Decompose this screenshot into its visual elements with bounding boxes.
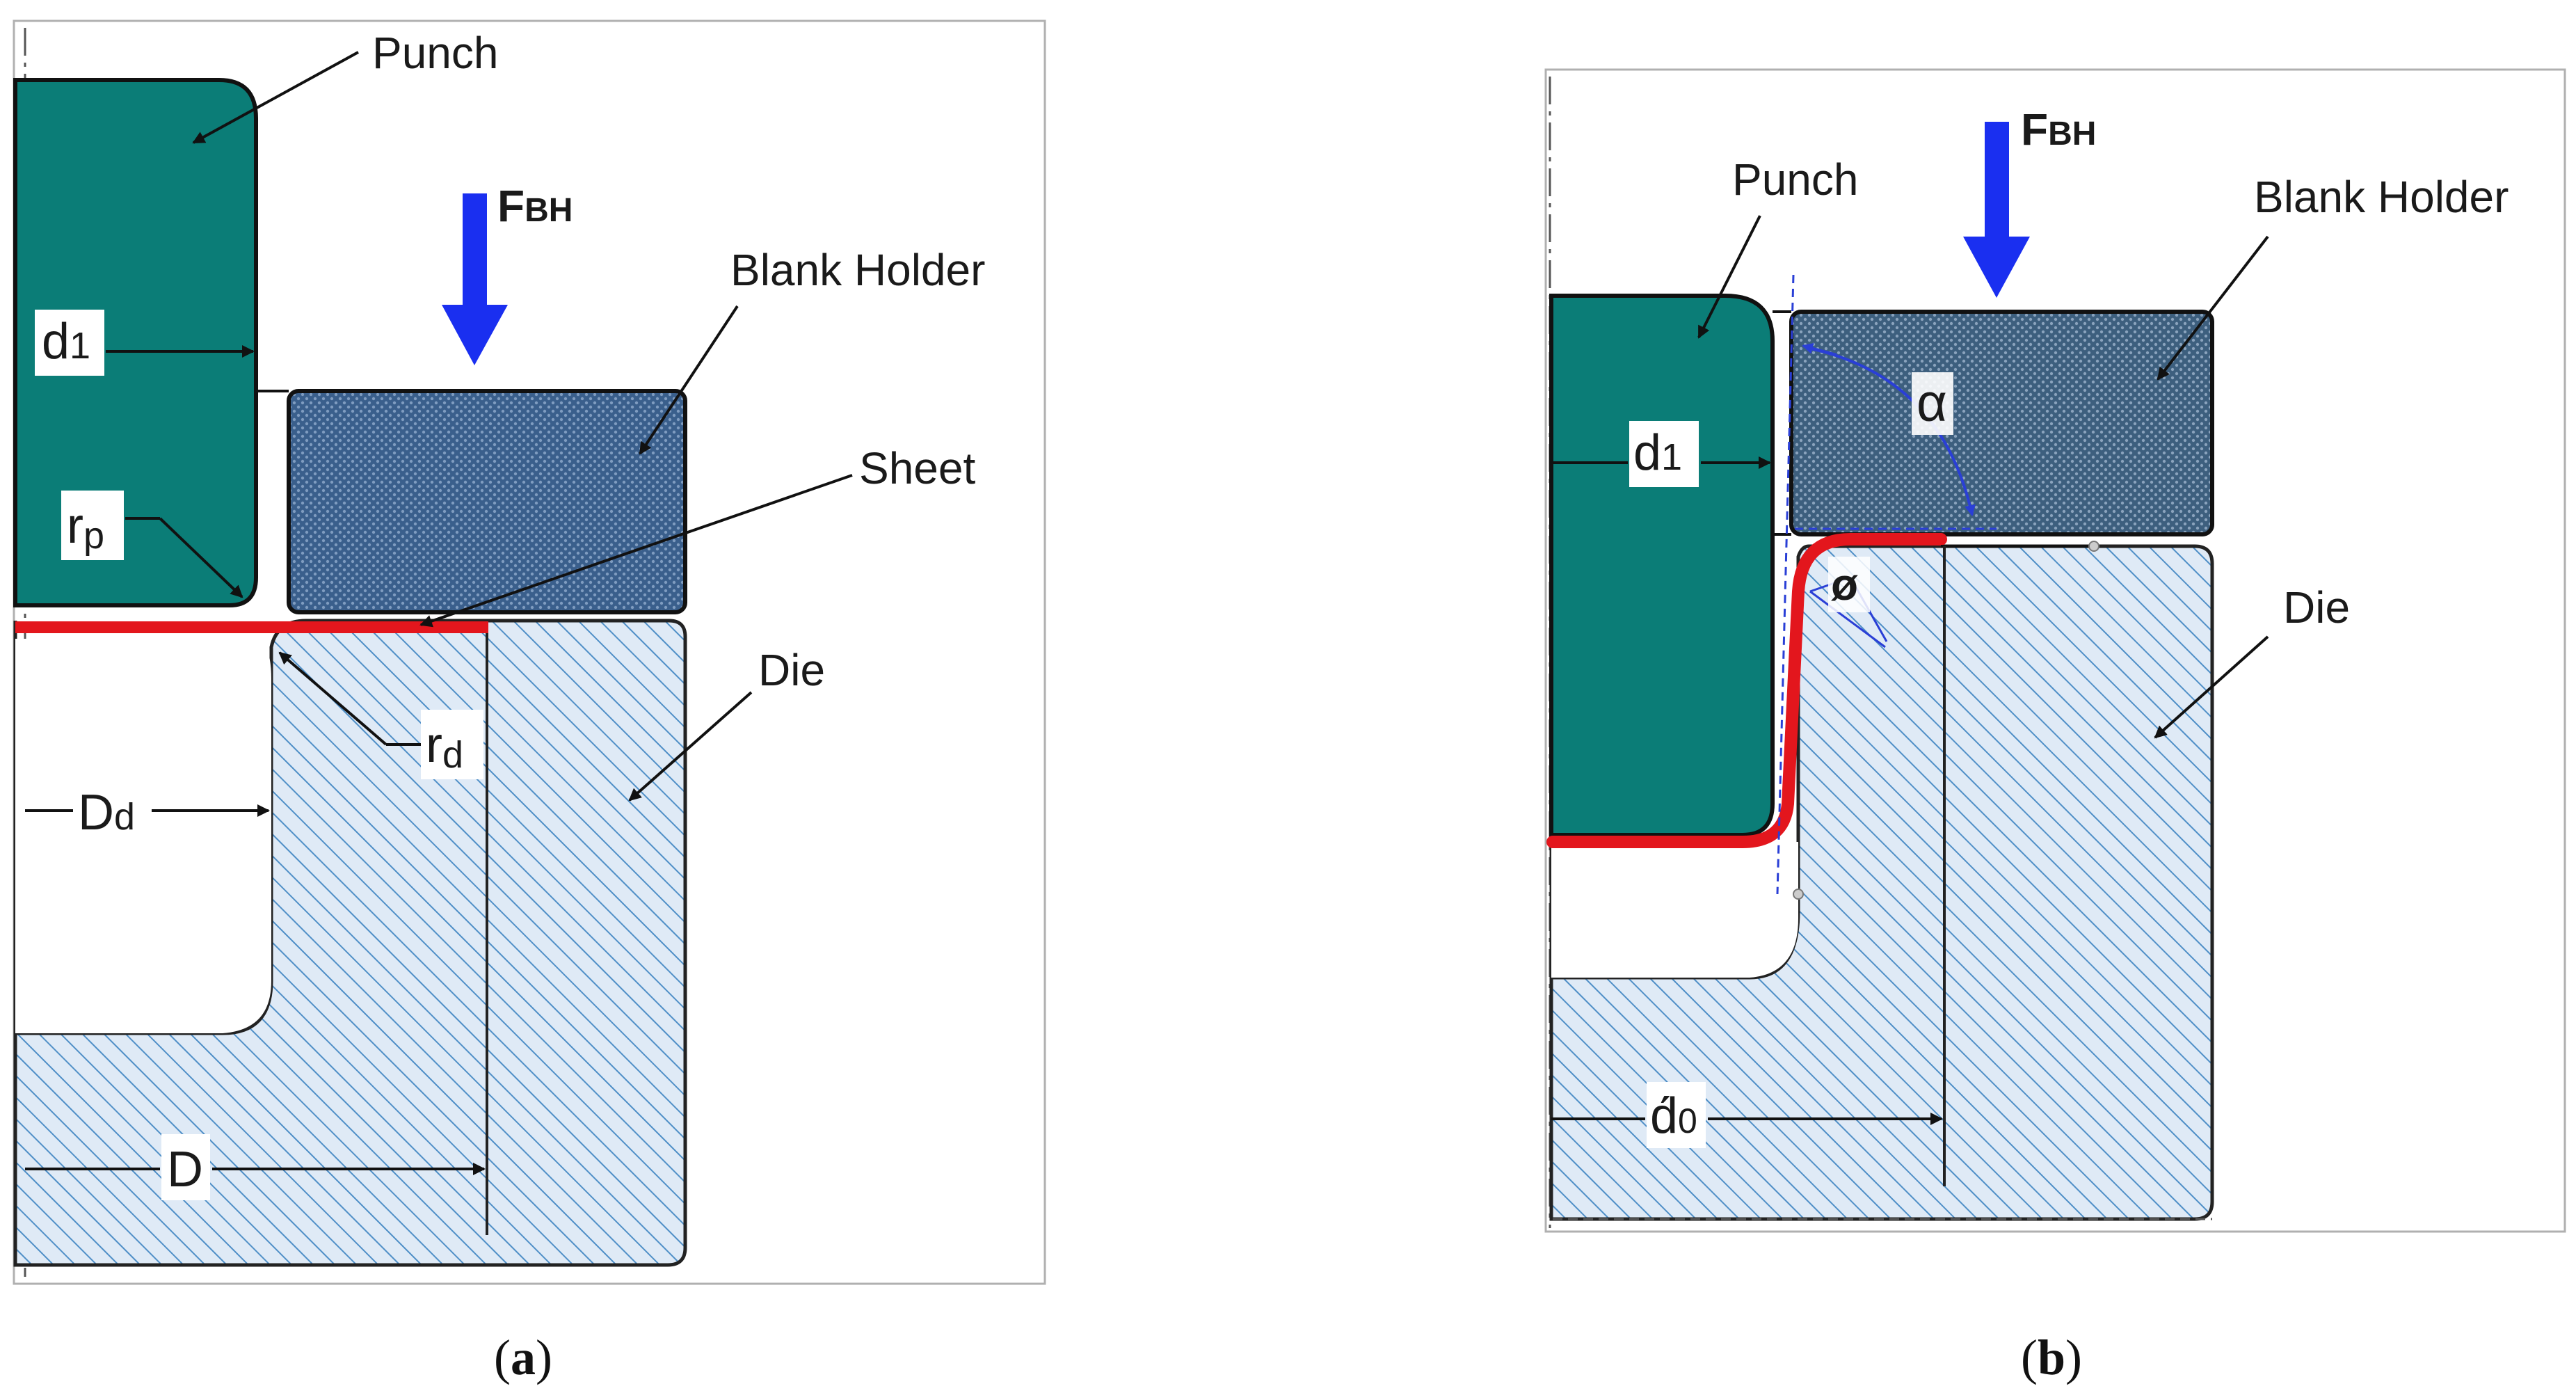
panel-a-sheet-leader [419,474,853,628]
panel-a-sheet [15,621,488,633]
panel-b-blank-holder [1789,310,2214,536]
panel-b-die-cavity [1551,842,1798,978]
panel-b-blank-holder-label: Blank Holder [2254,172,2509,222]
panel-b-phi-label: ø [1831,559,1858,610]
panel-b-d1-label: d1 [1633,425,1682,481]
panel-a-sheet-label: Sheet [859,443,975,493]
panel-b-d0-label-bg [1647,1082,1706,1148]
panel-b-force-label: FBH [2021,104,2096,154]
panel-a-blank-holder-label: Blank Holder [730,245,985,295]
panel-a-rp-label: rp [67,498,104,557]
panel-b-punch-label: Punch [1732,154,1858,205]
panel-b-die-label: Die [2283,582,2350,632]
panel-b-die [1549,544,2214,1221]
panel-b-alpha-label: α [1917,374,1947,433]
panel-a-rd-label-bg [421,710,483,779]
panel-a-d1-label: d1 [42,314,90,369]
panel-a-punch [13,78,258,607]
panel-b-phi-line-1 [1809,590,1886,648]
panel-b-caption: (b) [2021,1330,2082,1385]
panel-b-d0-label: d́0 [1650,1088,1697,1144]
panel-b-alpha-label-bg [1912,372,1953,435]
panel-b-die-point-side [1793,889,1804,900]
panel-a-d1-label-bg [35,310,104,376]
panel-a-force-label: FBH [497,181,573,231]
panel-a-D-label-bg [161,1134,210,1200]
panel-b-die-leader [2154,635,2269,739]
panel-b-force-arrow [1963,122,2030,298]
panel-a-Dd-label: Dd [78,785,135,841]
panel-b-d1-label-bg [1629,421,1699,487]
panel-a-rd-arrow [278,651,387,746]
panel-a-rp-arrow [159,517,243,598]
panel-a-blank-holder-leader [639,305,739,455]
panel-b-die-point-top [2088,541,2099,552]
panel-a-rd-label: rd [426,717,463,776]
panel-b-blank-holder-leader [2157,235,2269,381]
panel-a-D-label: D [167,1142,203,1197]
panel-a-die [13,619,687,1267]
panel-b-phi-label-bg [1828,557,1870,612]
panel-b-sheet [1546,533,1947,848]
panel-b: α ø FBH Punch Blank Holder Die d1 d́0 (b… [1544,68,2566,1385]
panel-a-rp-label-bg [61,491,124,560]
panel-a: FBH Punch Blank Holder Sheet Die d1 rp r… [13,19,1046,1385]
panel-b-punch [1549,294,1775,837]
panel-b-punch-leader [1697,215,1761,339]
panel-a-Dd-label-bg [73,778,150,844]
panel-a-punch-leader [192,51,359,144]
panel-a-die-leader [628,691,753,802]
panel-a-caption: (a) [494,1330,552,1385]
panel-a-die-label: Die [758,645,825,695]
panel-b-frame [1544,68,2566,1233]
panel-a-blank-holder [287,389,687,614]
panel-b-alpha-arc-start [1802,342,1837,356]
panel-a-force-arrow [442,193,508,365]
panel-b-alpha-vertical-dash [1776,274,1795,895]
panel-a-punch-label: Punch [372,28,498,78]
